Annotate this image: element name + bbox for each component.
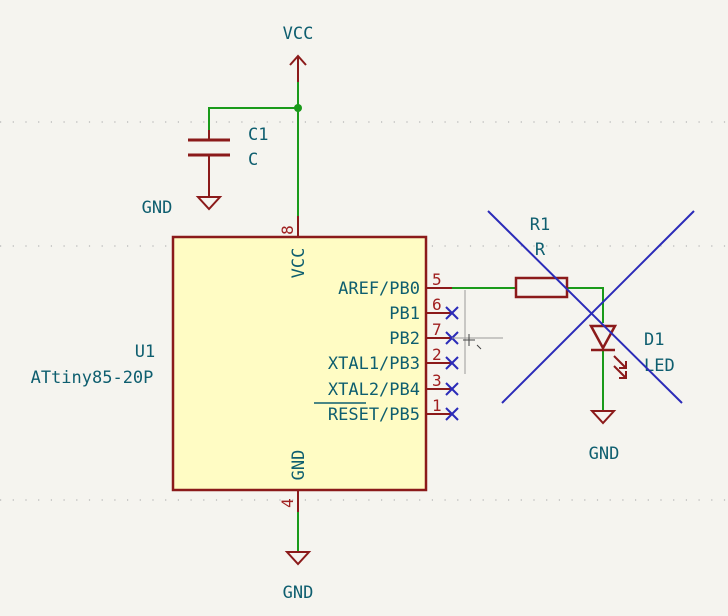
- capacitor-c1[interactable]: [188, 130, 230, 197]
- pin-number-7: 7: [432, 320, 442, 339]
- pin-label-pb3: XTAL1/PB3: [328, 354, 420, 374]
- vcc-pin-label: VCC: [289, 248, 309, 279]
- gnd-symbol-led[interactable]: GND: [589, 410, 620, 464]
- wire-pb0-net[interactable]: [452, 287, 604, 411]
- wire-vcc[interactable]: [208, 82, 299, 216]
- vcc-pin-number: 8: [278, 225, 297, 235]
- gnd-symbol-chip[interactable]: GND: [283, 551, 314, 603]
- resistor-r1[interactable]: R1 R: [514, 215, 569, 299]
- no-connect-pb3: [445, 356, 459, 370]
- led-ref: D1: [644, 330, 664, 350]
- pin-number-5: 5: [432, 270, 442, 289]
- exclude-cross-marker: [487, 210, 695, 404]
- no-connect-pb1: [445, 306, 459, 320]
- capacitor-value: C: [248, 150, 258, 170]
- gnd-pin-label: GND: [289, 450, 309, 481]
- capacitor-ref: C1: [248, 125, 268, 145]
- gnd-pin-number: 4: [278, 498, 297, 508]
- pin-number-2: 2: [432, 345, 442, 364]
- crosshair-cursor: [452, 290, 503, 374]
- resistor-ref: R1: [530, 215, 550, 235]
- chip-value: ATtiny85-20P: [31, 368, 154, 388]
- led-d1[interactable]: [588, 324, 627, 379]
- no-connect-pb5: [445, 407, 459, 421]
- wire-junction: [294, 104, 302, 112]
- vcc-label: VCC: [283, 24, 314, 44]
- no-connect-pb4: [445, 382, 459, 396]
- chip-u1[interactable]: 8 4 VCC GND AREF/PB0 PB1 PB2 XTAL1/PB3 X…: [171, 216, 452, 512]
- gnd-bottom-label: GND: [283, 583, 314, 603]
- pin-label-pb2: PB2: [389, 329, 420, 349]
- pin-label-pb4: XTAL2/PB4: [328, 380, 420, 400]
- pin-number-1: 1: [432, 396, 442, 415]
- pin-label-pb0: AREF/PB0: [338, 279, 420, 299]
- gnd-led-label: GND: [589, 444, 620, 464]
- pin-label-pb1: PB1: [389, 304, 420, 324]
- chip-body: [171, 235, 428, 492]
- led-value: LED: [644, 356, 675, 376]
- pin-label-pb5: RESET/PB5: [328, 405, 420, 425]
- gnd-symbol-capacitor[interactable]: GND: [142, 196, 223, 218]
- gnd-cap-label: GND: [142, 198, 173, 218]
- vcc-power-symbol[interactable]: VCC: [283, 24, 314, 82]
- resistor-value: R: [535, 240, 546, 260]
- pin-number-3: 3: [432, 371, 442, 390]
- chip-ref: U1: [135, 342, 155, 362]
- pin-number-6: 6: [432, 295, 442, 314]
